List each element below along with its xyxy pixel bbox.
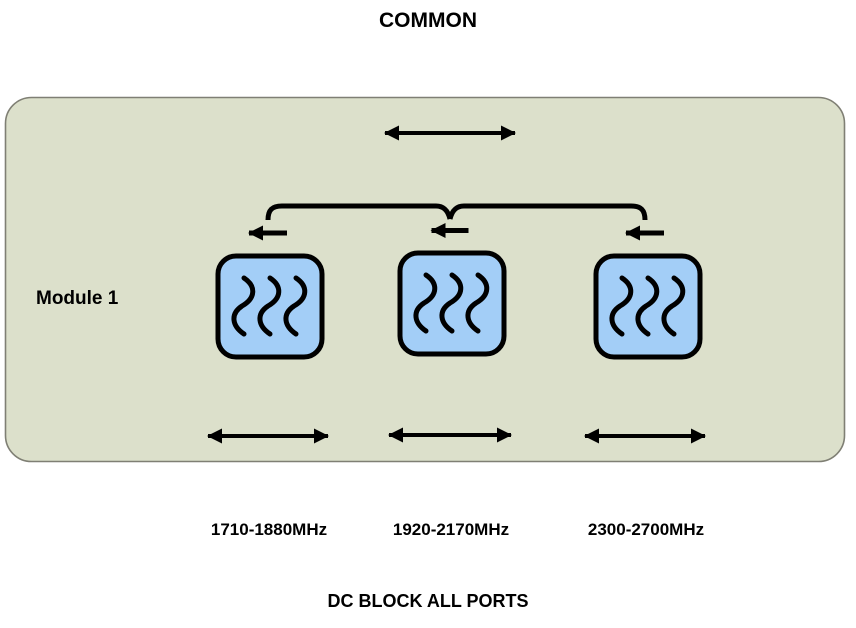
port-label-band-3: 2300-2700MHz — [587, 520, 705, 539]
port-arrows — [207, 427, 706, 444]
splitter-bus — [265, 203, 648, 221]
footer-note-label: DC BLOCK ALL PORTS — [327, 591, 529, 611]
filter-input-arrows — [248, 223, 664, 241]
filter-block-2[interactable] — [397, 250, 507, 357]
port-label-band-1: 1710-1880MHz — [210, 520, 328, 539]
module-title-label: Module 1 — [36, 288, 119, 309]
port-label-band-2: 1920-2170MHz — [392, 520, 510, 539]
filter-block-1[interactable] — [215, 253, 325, 360]
filter-block-3[interactable] — [593, 253, 703, 360]
common-port-label: COMMON — [379, 9, 477, 32]
